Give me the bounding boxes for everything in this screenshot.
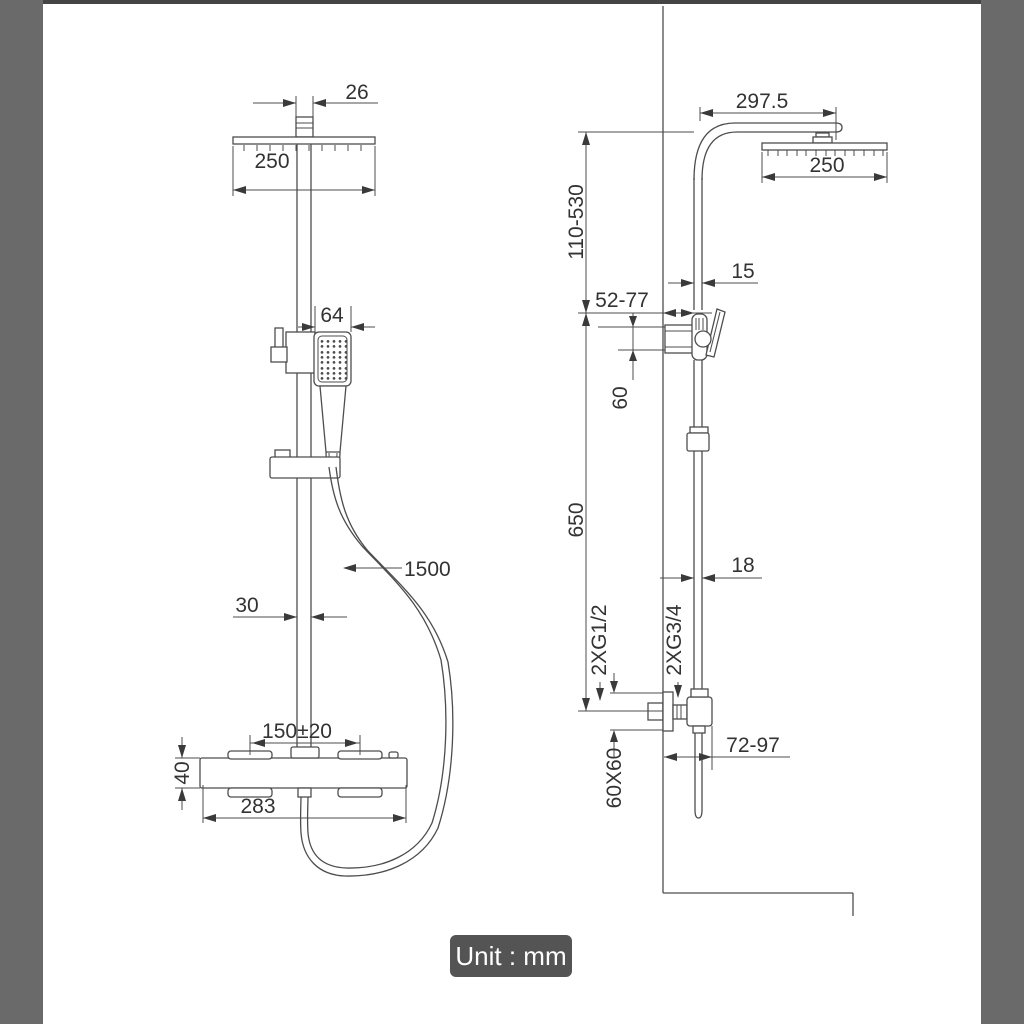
left-gray-bar (0, 0, 43, 1024)
dim-valve-width: 283 (240, 795, 275, 818)
mixer-button (388, 751, 399, 759)
floor-line (663, 892, 854, 916)
dim-hose-length: 1500 (404, 558, 451, 581)
wall-bracket-plate (664, 324, 696, 354)
side-arm (693, 122, 843, 181)
dim-upper-pole-depth: 15 (731, 260, 754, 283)
front-view: 26 250 64 (171, 81, 454, 877)
wall-hatching (637, 4, 663, 893)
dim-lower-pole-depth: 18 (731, 554, 754, 577)
shower-hose-inner (306, 466, 447, 869)
dim-valve-height: 40 (171, 761, 194, 784)
dim-side-head-depth: 250 (809, 154, 844, 177)
dim-front-head-width: 250 (254, 150, 289, 173)
side-mixer-bottom-nut (692, 725, 706, 734)
hand-shower-handle (319, 385, 347, 453)
label-outlet-thread: 2XG3/4 (663, 604, 686, 676)
side-head-nozzles (767, 150, 884, 156)
dim-valve-wall-range: 72-97 (726, 734, 780, 757)
dim-pole-width: 30 (235, 594, 258, 617)
unit-label: Unit : mm (455, 940, 567, 971)
side-mixer-top-nut (690, 688, 709, 698)
dim-upper-height-range: 110-530 (565, 184, 588, 260)
mixer-hose-outlet (297, 787, 312, 798)
side-pole-mid (693, 360, 703, 427)
dim-bracket-offset: 60 (609, 386, 632, 409)
dim-front-connector-width: 26 (345, 81, 368, 104)
mixer-knob-left-bottom (227, 787, 273, 798)
top-dark-strip (43, 0, 981, 4)
pole-collar (686, 432, 710, 452)
floor-hatching (664, 894, 853, 916)
shower-hose (299, 466, 454, 877)
side-pole-upper (693, 178, 703, 310)
side-mixer-body (686, 696, 713, 727)
mixer-top-nut (290, 746, 320, 759)
side-hand-shower-handle (705, 308, 726, 358)
mixer-valve-body (199, 757, 408, 789)
label-inlet-thread: 2XG1/2 (588, 604, 611, 675)
slider-clamp (269, 456, 341, 479)
side-pole-lower (693, 451, 703, 689)
slider-bracket (285, 331, 316, 374)
front-shower-head (232, 136, 376, 145)
diverter-knob (270, 346, 288, 363)
bracket-pivot (694, 330, 712, 348)
front-pole (296, 144, 312, 747)
escutcheon (662, 691, 674, 732)
front-head-nozzles (243, 145, 362, 151)
mixer-knob-right-bottom (337, 787, 383, 798)
side-view: 297.5 250 110-530 650 15 52-77 60 (565, 4, 888, 916)
unit-badge: Unit : mm (450, 935, 572, 977)
dim-hand-shower-width: 64 (320, 304, 344, 327)
dim-bracket-wall-range: 52-77 (595, 289, 649, 312)
front-head-connector (295, 116, 314, 138)
side-shower-head (761, 142, 888, 151)
diverter-lever (274, 327, 284, 350)
dim-inlet-spacing: 150±20 (262, 720, 332, 743)
side-hose-down (694, 733, 703, 819)
right-gray-bar (981, 0, 1024, 1024)
inlet-nut (672, 704, 688, 720)
dim-mid-height: 650 (565, 502, 588, 537)
dim-arm-length: 297.5 (736, 90, 789, 113)
dim-escutcheon-size: 60X60 (603, 748, 626, 809)
